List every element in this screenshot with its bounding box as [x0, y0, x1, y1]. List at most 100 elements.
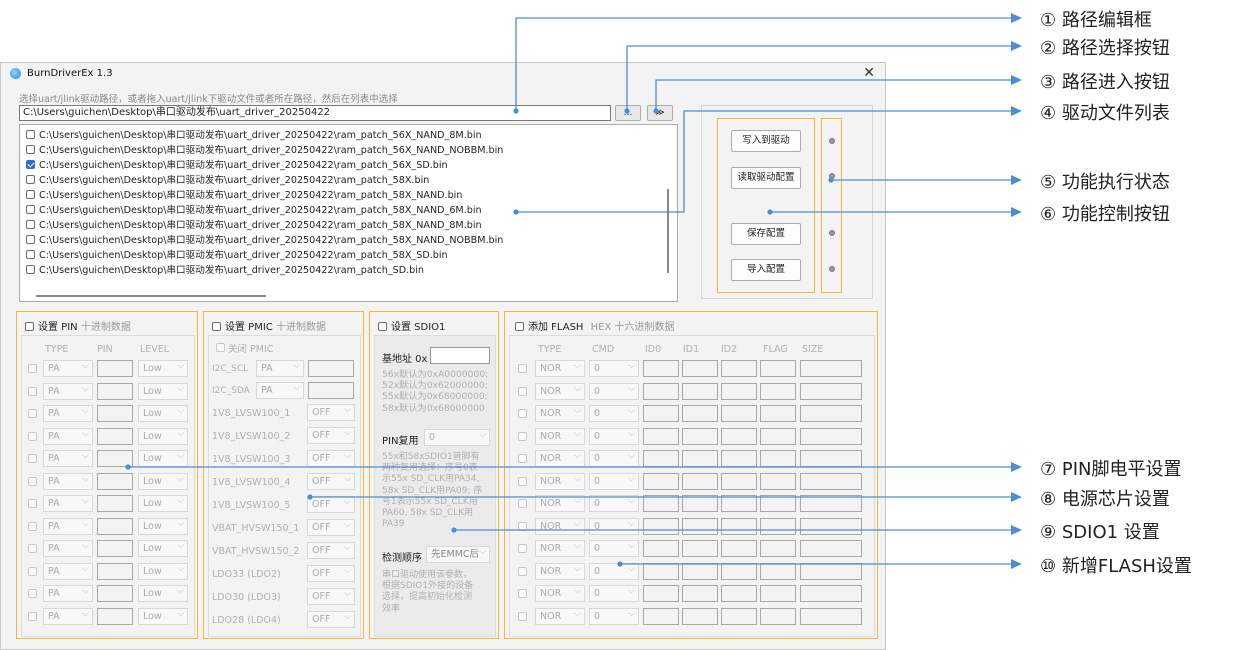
- flash-row-checkbox[interactable]: [518, 476, 527, 486]
- file-checkbox[interactable]: [26, 130, 35, 139]
- flash-field-input[interactable]: [682, 540, 718, 557]
- flash-type-select[interactable]: NOR: [535, 472, 585, 490]
- pin-number-input[interactable]: [97, 585, 133, 602]
- pin-number-input[interactable]: [97, 405, 133, 422]
- pin-type-select[interactable]: PA: [43, 494, 93, 512]
- sdio-enable-checkbox[interactable]: [378, 322, 387, 331]
- vertical-scrollbar[interactable]: [667, 189, 669, 273]
- pin-row-checkbox[interactable]: [28, 521, 37, 531]
- pin-level-select[interactable]: Low: [138, 359, 188, 377]
- enter-path-button[interactable]: ≫: [647, 105, 673, 121]
- flash-row-checkbox[interactable]: [518, 454, 527, 463]
- base-address-input[interactable]: [430, 347, 490, 364]
- pin-level-select[interactable]: Low: [138, 472, 188, 490]
- flash-field-input[interactable]: [760, 607, 796, 625]
- flash-type-select[interactable]: NOR: [535, 539, 585, 557]
- flash-field-input[interactable]: [643, 495, 679, 512]
- pin-type-select[interactable]: PA: [43, 427, 93, 445]
- file-checkbox[interactable]: [26, 190, 35, 199]
- flash-field-input[interactable]: [721, 607, 757, 625]
- flash-field-input[interactable]: [643, 607, 679, 625]
- flash-field-input[interactable]: [760, 382, 796, 400]
- flash-enable-checkbox[interactable]: [515, 322, 524, 331]
- flash-field-input[interactable]: [643, 382, 679, 400]
- pin-type-select[interactable]: PA: [43, 449, 93, 467]
- pin-row-checkbox[interactable]: [28, 476, 37, 486]
- pin-number-input[interactable]: [97, 540, 133, 557]
- flash-type-select[interactable]: NOR: [535, 359, 585, 377]
- i2c-pin-select[interactable]: PA: [256, 359, 304, 377]
- flash-type-select[interactable]: NOR: [535, 382, 585, 400]
- flash-field-input[interactable]: [800, 427, 862, 445]
- pin-row-checkbox[interactable]: [28, 454, 37, 463]
- flash-field-input[interactable]: [800, 405, 862, 422]
- pin-number-input[interactable]: [97, 427, 133, 445]
- i2c-number-input[interactable]: [308, 382, 354, 399]
- pmic-rail-select[interactable]: OFF: [307, 518, 355, 536]
- pin-level-select[interactable]: Low: [138, 562, 188, 580]
- flash-row-checkbox[interactable]: [518, 589, 527, 598]
- flash-field-input[interactable]: [682, 472, 718, 490]
- flash-field-input[interactable]: [643, 562, 679, 580]
- pin-level-select[interactable]: Low: [138, 517, 188, 535]
- pmic-rail-select[interactable]: OFF: [307, 587, 355, 605]
- pin-type-select[interactable]: PA: [43, 584, 93, 602]
- flash-field-input[interactable]: [760, 360, 796, 377]
- flash-type-select[interactable]: NOR: [535, 584, 585, 602]
- pin-mux-select[interactable]: 0: [424, 428, 490, 446]
- flash-field-input[interactable]: [643, 472, 679, 490]
- pin-row-checkbox[interactable]: [28, 364, 37, 373]
- flash-field-input[interactable]: [760, 495, 796, 512]
- flash-field-input[interactable]: [760, 585, 796, 602]
- flash-field-input[interactable]: [721, 360, 757, 377]
- flash-field-input[interactable]: [800, 585, 862, 602]
- pin-row-checkbox[interactable]: [28, 544, 37, 553]
- pmic-rail-select[interactable]: OFF: [307, 541, 355, 559]
- flash-cmd-select[interactable]: 0: [589, 449, 639, 467]
- flash-cmd-select[interactable]: 0: [589, 382, 639, 400]
- flash-field-input[interactable]: [682, 585, 718, 602]
- pmic-rail-select[interactable]: OFF: [307, 610, 355, 628]
- file-list-item[interactable]: C:\Users\guichen\Desktop\串口驱动发布\uart_dri…: [26, 249, 448, 263]
- pin-level-select[interactable]: Low: [138, 539, 188, 557]
- flash-type-select[interactable]: NOR: [535, 404, 585, 422]
- pin-number-input[interactable]: [97, 607, 133, 625]
- flash-field-input[interactable]: [643, 585, 679, 602]
- flash-field-input[interactable]: [800, 382, 862, 400]
- pin-row-checkbox[interactable]: [28, 431, 37, 441]
- flash-field-input[interactable]: [760, 540, 796, 557]
- import-config-button[interactable]: 导入配置: [731, 259, 801, 281]
- close-icon[interactable]: ✕: [863, 65, 875, 81]
- flash-row-checkbox[interactable]: [518, 566, 527, 576]
- pmic-rail-select[interactable]: OFF: [307, 403, 355, 421]
- file-checkbox[interactable]: [26, 220, 35, 229]
- flash-field-input[interactable]: [721, 540, 757, 557]
- pmic-rail-select[interactable]: OFF: [307, 495, 355, 513]
- write-to-driver-button[interactable]: 写入到驱动: [731, 130, 801, 152]
- flash-cmd-select[interactable]: 0: [589, 427, 639, 445]
- flash-field-input[interactable]: [721, 495, 757, 512]
- flash-field-input[interactable]: [800, 495, 862, 512]
- pin-level-select[interactable]: Low: [138, 449, 188, 467]
- file-list-item[interactable]: C:\Users\guichen\Desktop\串口驱动发布\uart_dri…: [26, 144, 503, 158]
- file-checkbox[interactable]: [26, 250, 35, 259]
- detect-order-select[interactable]: 先EMMC后: [426, 545, 490, 563]
- flash-type-select[interactable]: NOR: [535, 562, 585, 580]
- flash-type-select[interactable]: NOR: [535, 607, 585, 625]
- pin-row-checkbox[interactable]: [28, 566, 37, 576]
- flash-field-input[interactable]: [800, 472, 862, 490]
- horizontal-scrollbar[interactable]: [36, 295, 266, 297]
- pmic-rail-select[interactable]: OFF: [307, 426, 355, 444]
- file-list-item[interactable]: C:\Users\guichen\Desktop\串口驱动发布\uart_dri…: [26, 264, 424, 278]
- i2c-number-input[interactable]: [308, 360, 354, 377]
- flash-field-input[interactable]: [643, 540, 679, 557]
- file-checkbox[interactable]: [26, 145, 35, 154]
- flash-row-checkbox[interactable]: [518, 386, 527, 396]
- flash-cmd-select[interactable]: 0: [589, 607, 639, 625]
- close-pmic-checkbox[interactable]: [216, 343, 225, 352]
- flash-field-input[interactable]: [760, 472, 796, 490]
- pin-type-select[interactable]: PA: [43, 517, 93, 535]
- flash-row-checkbox[interactable]: [518, 431, 527, 441]
- pin-number-input[interactable]: [97, 382, 133, 400]
- flash-cmd-select[interactable]: 0: [589, 494, 639, 512]
